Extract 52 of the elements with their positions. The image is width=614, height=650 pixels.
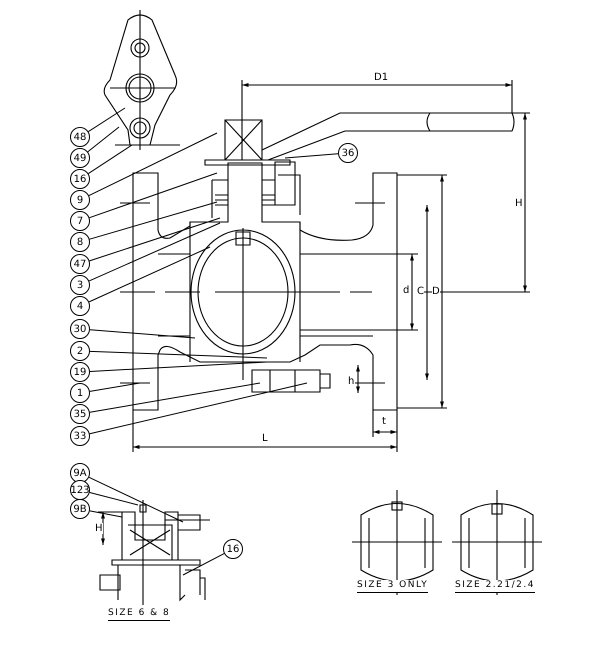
dimension-label: t (382, 416, 386, 427)
view-caption: SIZE 6 & 8 (108, 608, 170, 621)
dimension-label: L (262, 433, 268, 444)
leader-line (89, 218, 220, 262)
callout-number: 9 (70, 190, 90, 210)
leader-line (89, 382, 140, 392)
leader-line (284, 153, 339, 158)
callout-number: 16 (70, 169, 90, 189)
callout-number: 8 (70, 232, 90, 252)
leader-line (89, 510, 122, 518)
callout-number: 3 (70, 275, 90, 295)
dimension-label: d (403, 285, 410, 296)
leader-line (88, 222, 220, 282)
leader-line (89, 362, 268, 372)
callout-number: 33 (70, 426, 90, 446)
leader-line (89, 329, 196, 338)
callout-number: 9B (70, 499, 90, 519)
callout-number: 48 (70, 127, 90, 147)
callout-number: 1 (70, 383, 90, 403)
leader-line (88, 246, 210, 302)
leader-line (89, 492, 138, 506)
callout-number: 47 (70, 254, 90, 274)
leader-line (88, 108, 126, 132)
view-caption: SIZE 3 ONLY (357, 580, 428, 593)
callout-number: 16 (223, 539, 243, 559)
leader-line (88, 172, 218, 218)
callout-number: 2 (70, 341, 90, 361)
leader-line (182, 553, 225, 576)
view-caption: SIZE 2.21/2.4 (455, 580, 535, 593)
dimension-label: C (417, 286, 424, 297)
leader-line (88, 132, 218, 196)
leader-line (87, 126, 120, 152)
callout-number: 7 (70, 211, 90, 231)
callout-number: 4 (70, 296, 90, 316)
leader-line (90, 350, 268, 358)
callout-number: 30 (70, 319, 90, 339)
dimension-label: D1 (374, 72, 388, 83)
dimension-label: H (515, 198, 523, 209)
callout-number: 19 (70, 362, 90, 382)
dimension-label: h (348, 376, 354, 387)
callout-number: 49 (70, 148, 90, 168)
dimension-label: H (95, 523, 103, 534)
callout-number: 123 (70, 480, 90, 500)
leader-line (89, 382, 260, 413)
callout-number: 35 (70, 404, 90, 424)
leader-line (89, 202, 218, 240)
dimension-label: D (432, 286, 440, 297)
leader-line (88, 476, 184, 522)
leader-line (89, 382, 308, 434)
callout-number: 9A (70, 463, 90, 483)
callout-number: 36 (338, 143, 358, 163)
leader-line (88, 144, 132, 174)
